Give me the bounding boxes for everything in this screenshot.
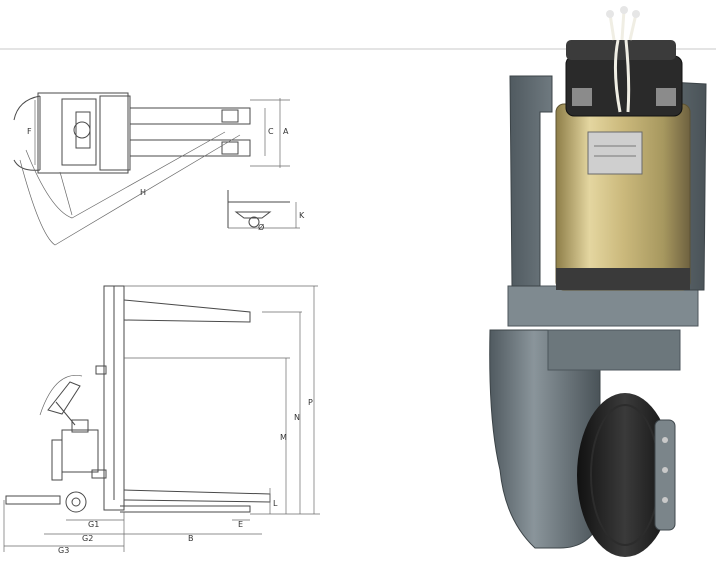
- dim-label-k: K: [299, 211, 305, 220]
- dim-label-g1: G1: [88, 520, 99, 529]
- top-view-drawing: F C A H: [13, 92, 290, 246]
- dim-label-b: B: [188, 534, 194, 543]
- dim-label-wheel-diameter: Ø: [258, 222, 264, 232]
- motor-wires: [608, 9, 638, 113]
- dim-label-h: H: [140, 188, 146, 197]
- motor-nameplate: [587, 131, 643, 175]
- mount-plate: [507, 285, 699, 327]
- dim-label-g2: G2: [82, 534, 93, 543]
- dim-label-e: E: [238, 520, 243, 529]
- dim-label-m: M: [280, 433, 287, 442]
- drive-motor-photo: [489, 6, 707, 557]
- wheel-hub: [654, 419, 676, 531]
- dim-label-g3: G3: [58, 546, 69, 555]
- tire: [577, 393, 673, 557]
- gear-housing: [489, 329, 601, 549]
- motor-cap: [565, 55, 683, 117]
- dim-label-c: C: [268, 127, 274, 136]
- dim-label-n: N: [294, 413, 300, 422]
- side-view-drawing: P N M L E G1 G2 B G3: [3, 285, 320, 555]
- dim-label-l: L: [273, 499, 278, 508]
- dim-label-p: P: [308, 398, 313, 407]
- dim-label-a: A: [283, 127, 289, 136]
- wheel-detail-drawing: K Ø: [227, 190, 305, 232]
- dim-label-f: F: [27, 127, 32, 136]
